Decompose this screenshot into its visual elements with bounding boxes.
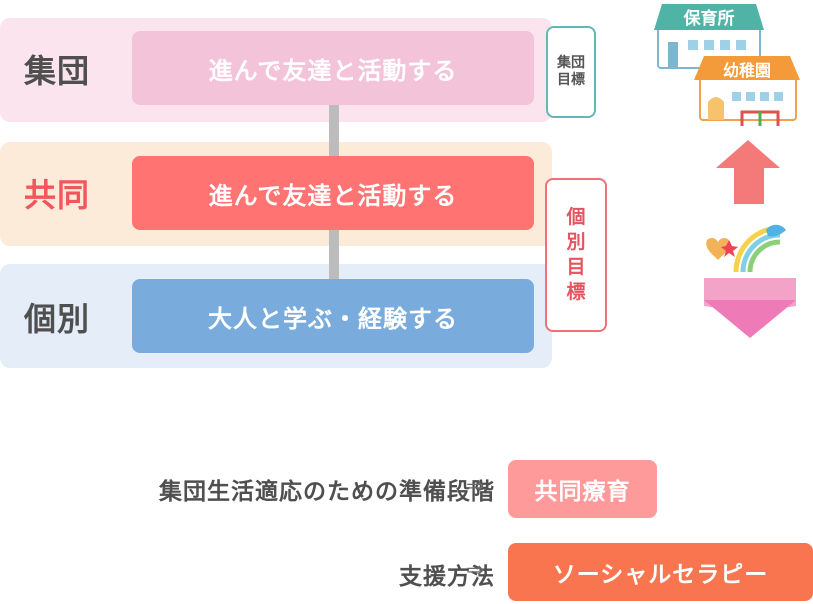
implies-arrow: ⇒	[466, 558, 485, 583]
kindergarten-building-icon: 幼稚園	[694, 56, 800, 126]
joint-care-pill: 共同療育	[508, 460, 657, 518]
level-label-group: 集団	[24, 52, 91, 90]
individual-goal-tag: 個別目標	[545, 178, 607, 332]
level-label-joint: 共同	[24, 176, 91, 214]
group-goal-tag: 集団目標	[546, 26, 596, 118]
activity-box-group: 進んで友達と活動する	[132, 31, 534, 105]
connector-line	[329, 228, 339, 282]
level-label-individual: 個別	[24, 300, 91, 338]
preparation-stage-label: 集団生活適応のための準備段階	[159, 479, 495, 505]
support-method-label: 支援方法	[399, 564, 495, 590]
connector-line	[329, 104, 339, 158]
up-arrow-icon	[716, 140, 780, 204]
implies-arrow: ⇒	[466, 474, 485, 499]
activity-box-joint: 進んで友達と活動する	[132, 156, 534, 230]
illustration: 保育所 幼稚園	[654, 4, 800, 338]
rainbow-heart-icon	[704, 224, 796, 338]
activity-box-individual: 大人と学ぶ・経験する	[132, 279, 534, 353]
kindergarten-sign: 幼稚園	[723, 61, 771, 80]
nursery-building-icon: 保育所	[654, 4, 764, 69]
social-therapy-pill: ソーシャルセラピー	[508, 543, 813, 601]
nursery-sign: 保育所	[683, 8, 735, 29]
